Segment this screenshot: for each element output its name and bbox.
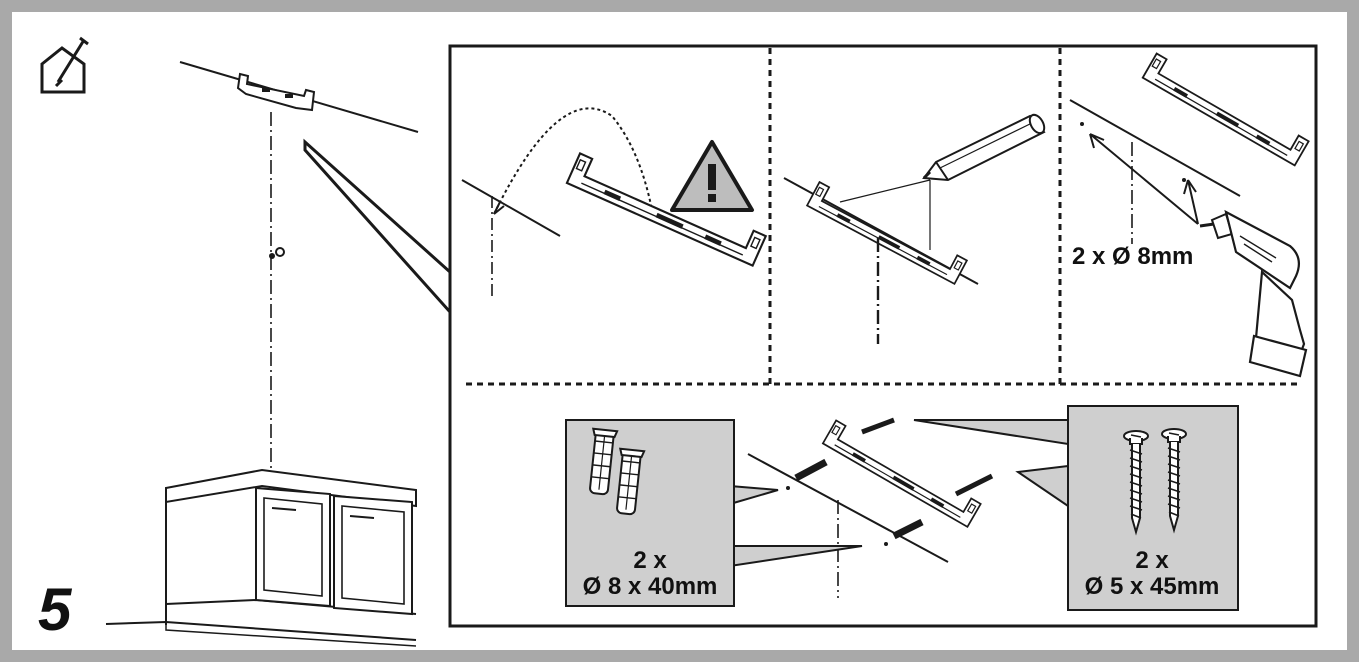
panel-fix [565,405,1239,611]
kitchen-cabinets [105,468,417,647]
drill-hole-label: 2 x Ø 8mm [1072,243,1194,270]
step-number: 5 [38,576,72,643]
screws-size: Ø 5 x 45mm [1084,573,1220,600]
screws-quantity: 2 x [1135,547,1169,574]
panel-drill [1069,52,1310,378]
warning-icon [670,140,754,212]
drill-icon [1199,209,1308,378]
panel-mark [783,113,1046,344]
indoor-installation-icon [40,36,89,94]
plugs-quantity: 2 x [633,547,667,574]
panel-level [461,107,767,296]
pencil-icon [922,113,1046,182]
wall-bracket-overview [179,61,419,470]
plugs-size: Ø 8 x 40mm [582,573,718,600]
